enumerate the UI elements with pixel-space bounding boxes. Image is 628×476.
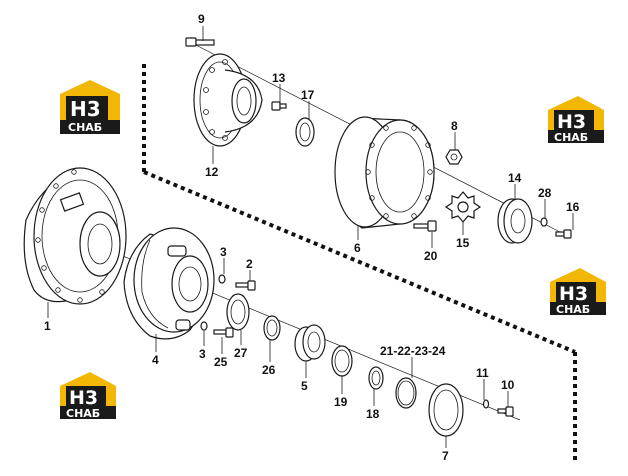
svg-text:СНАБ: СНАБ [554, 131, 588, 144]
svg-text:СНАБ: СНАБ [68, 121, 102, 134]
part-25-bolt [213, 327, 234, 338]
part-26-ring [263, 315, 281, 341]
callout-3-upper: 3 [220, 245, 227, 259]
callout-1: 1 [44, 319, 51, 333]
part-16-screw [555, 229, 572, 239]
callout-13: 13 [272, 71, 286, 85]
part-5-bearing [294, 324, 326, 362]
part-3-washer-lower [200, 321, 208, 331]
boundary-diagonal [143, 170, 576, 354]
part-19-seal [331, 345, 353, 377]
callout-15: 15 [456, 236, 470, 250]
logo-top-right: H3 СНАБ [548, 96, 604, 144]
part-12-hub-flange [193, 53, 263, 147]
callout-14: 14 [508, 171, 522, 185]
svg-text:H3: H3 [69, 387, 98, 409]
svg-text:СНАБ: СНАБ [66, 407, 100, 420]
part-2-bolt [235, 280, 256, 291]
callout-25: 25 [214, 355, 228, 369]
part-8-nut [445, 149, 463, 165]
part-28-washer [540, 217, 548, 227]
callout-20: 20 [424, 249, 438, 263]
callout-8: 8 [451, 119, 458, 133]
leader-lines [47, 26, 574, 448]
part-18-ring [368, 366, 384, 390]
part-20-bolt [413, 220, 437, 232]
part-4-brake-backing-plate [123, 227, 215, 340]
callout-17: 17 [301, 88, 315, 102]
callout-3-lower: 3 [199, 347, 206, 361]
svg-text:H3: H3 [70, 97, 101, 121]
logo-bottom-left: H3 СНАБ [60, 372, 116, 420]
part-17-seal [295, 117, 315, 147]
svg-text:H3: H3 [559, 283, 588, 305]
part-11-washer [482, 399, 490, 409]
part-14-cap [497, 198, 533, 244]
callout-9: 9 [198, 12, 205, 26]
callout-28: 28 [538, 186, 552, 200]
callout-7: 7 [442, 449, 449, 463]
callout-10: 10 [501, 378, 515, 392]
part-10-bolt [497, 406, 514, 417]
part-3-washer-upper [218, 274, 226, 284]
part-7-tone-ring [428, 383, 464, 437]
callout-26: 26 [262, 363, 276, 377]
logo-mid-right: H3 СНАБ [550, 268, 606, 316]
callout-2: 2 [246, 257, 253, 271]
callout-4: 4 [152, 353, 159, 367]
callout-27: 27 [234, 346, 248, 360]
part-9-bolt [185, 37, 215, 47]
svg-text:СНАБ: СНАБ [556, 303, 590, 316]
callout-5: 5 [301, 379, 308, 393]
part-15-star-washer [444, 191, 482, 223]
callout-12: 12 [205, 165, 219, 179]
part-13-screw [271, 101, 287, 111]
callout-11: 11 [476, 366, 489, 380]
part-27-seal-ring [226, 293, 250, 331]
callout-19: 19 [334, 395, 348, 409]
callout-16: 16 [566, 200, 580, 214]
callout-18: 18 [366, 407, 380, 421]
callout-6: 6 [354, 241, 361, 255]
callout-21-22-23-24: 21-22-23-24 [380, 344, 446, 358]
logo-top-left: H3 СНАБ [60, 80, 120, 134]
part-1-axle-housing [23, 167, 127, 305]
callout-labels: 9 13 17 12 8 6 14 28 16 15 20 1 3 2 4 3 … [44, 12, 580, 463]
svg-text:H3: H3 [557, 111, 586, 133]
part-21-24-o-ring [395, 377, 417, 409]
part-6-brake-drum [334, 116, 435, 229]
